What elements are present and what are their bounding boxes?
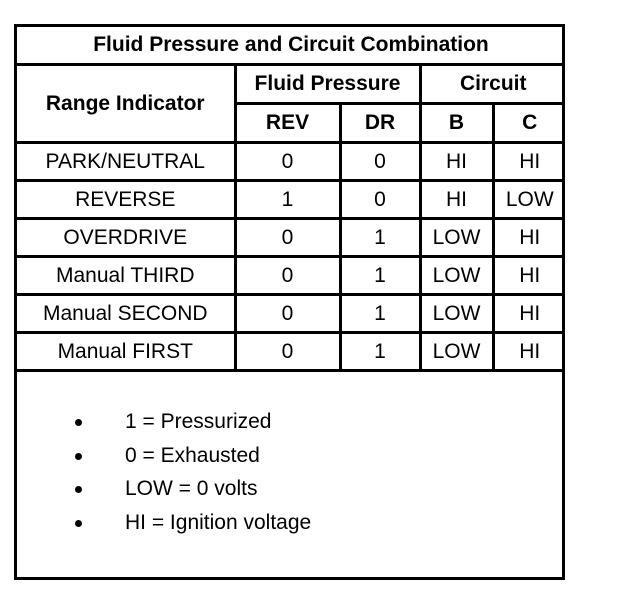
c-cell: HI (491, 255, 565, 296)
note-text: HI = Ignition voltage (125, 510, 312, 534)
note-text: LOW = 0 volts (125, 477, 258, 500)
fluid-pressure-header: Fluid Pressure (233, 63, 422, 105)
table-row: Manual FIRST 0 1 LOW HI (17, 331, 565, 372)
c-header: C (491, 102, 565, 144)
range-cell: PARK/NEUTRAL (17, 141, 237, 182)
combination-table: Fluid Pressure and Circuit Combination R… (17, 27, 565, 372)
c-cell: HI (491, 331, 565, 372)
dr-cell: 0 (338, 179, 422, 220)
rev-cell: 0 (233, 217, 342, 258)
range-cell: Manual FIRST (17, 331, 237, 372)
b-cell: LOW (418, 293, 495, 334)
c-cell: HI (491, 293, 565, 334)
b-cell: LOW (418, 255, 495, 296)
rev-cell: 0 (233, 331, 342, 372)
legend-notes: 1 = Pressurized 0 = Exhausted LOW = 0 vo… (67, 405, 311, 539)
table-row: Manual THIRD 0 1 LOW HI (17, 255, 565, 296)
rev-cell: 0 (233, 255, 342, 296)
dr-cell: 0 (338, 141, 422, 182)
bullet-icon (75, 519, 82, 527)
list-item: LOW = 0 volts (67, 472, 311, 506)
rev-header: REV (235, 102, 342, 144)
table-row: OVERDRIVE 0 1 LOW HI (17, 217, 565, 258)
rev-cell: 0 (233, 293, 342, 334)
bullet-icon (75, 419, 82, 426)
dr-cell: 1 (338, 331, 422, 372)
note-text: 1 = Pressurized (125, 410, 272, 433)
circuit-header: Circuit (418, 63, 565, 105)
dr-cell: 1 (338, 293, 422, 334)
table-row: REVERSE 1 0 HI LOW (17, 179, 565, 220)
range-indicator-header: Range Indicator (17, 63, 237, 144)
c-cell: HI (491, 141, 565, 182)
table-row: Manual SECOND 0 1 LOW HI (17, 293, 565, 334)
fluid-pressure-circuit-chart: Fluid Pressure and Circuit Combination R… (14, 24, 565, 580)
dr-cell: 1 (338, 255, 422, 296)
b-cell: LOW (418, 217, 495, 258)
b-cell: HI (418, 141, 495, 182)
note-text: 0 = Exhausted (125, 443, 260, 467)
table-row: PARK/NEUTRAL 0 0 HI HI (17, 141, 565, 182)
range-cell: REVERSE (17, 179, 237, 220)
rev-cell: 1 (233, 179, 342, 220)
c-cell: LOW (491, 179, 565, 220)
list-item: 0 = Exhausted (67, 439, 311, 473)
range-cell: Manual THIRD (17, 255, 237, 296)
list-item: 1 = Pressurized (67, 405, 311, 439)
list-item: HI = Ignition voltage (67, 506, 311, 540)
rev-cell: 0 (233, 141, 342, 182)
table-title: Fluid Pressure and Circuit Combination (17, 27, 565, 66)
bullet-icon (75, 486, 82, 493)
range-cell: OVERDRIVE (17, 217, 237, 258)
b-cell: LOW (418, 331, 495, 372)
b-cell: HI (418, 179, 495, 220)
range-cell: Manual SECOND (17, 293, 237, 334)
dr-header: DR (338, 102, 422, 144)
c-cell: HI (491, 217, 565, 258)
bullet-icon (75, 452, 82, 460)
dr-cell: 1 (338, 217, 422, 258)
b-header: B (418, 102, 495, 144)
